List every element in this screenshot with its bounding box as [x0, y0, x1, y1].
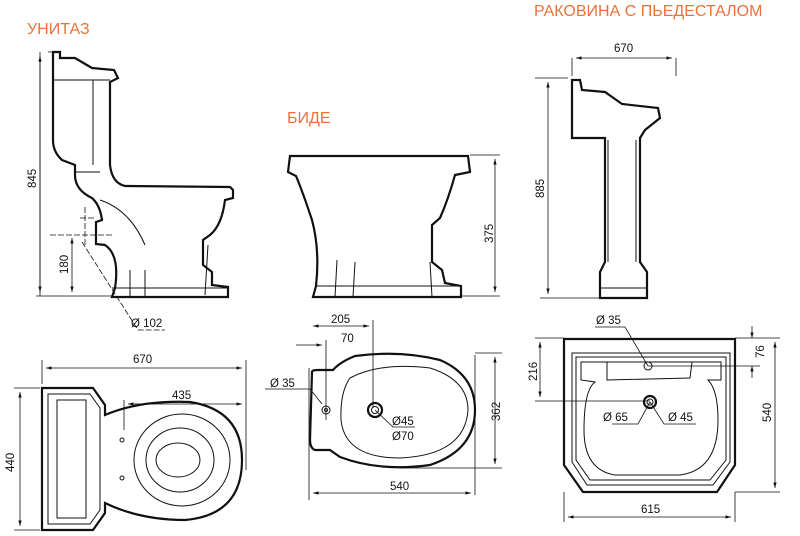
title-bidet: БИДЕ: [287, 110, 331, 127]
bidet-length-label: 540: [390, 481, 409, 493]
bidet-dim-205-label: 205: [331, 314, 350, 326]
basin-top-view: Ø 35 216 76 540 615 Ø 65 Ø 45: [528, 315, 780, 522]
basin-dim-76-label: 76: [755, 345, 767, 358]
toilet-top-view: 670 435 440: [5, 354, 247, 532]
basin-height-label: 885: [535, 179, 547, 198]
toilet-side-view: 845 180 Ø 102: [27, 50, 235, 331]
toilet-outlet-diameter-label: Ø 102: [131, 318, 162, 330]
bidet-width-label: 362: [491, 402, 503, 421]
basin-side-view: 670 885: [535, 43, 677, 300]
toilet-outlet-height-label: 180: [59, 255, 71, 274]
bidet-dim-70-label: 70: [341, 333, 354, 345]
title-toilet: УНИТАЗ: [27, 21, 90, 38]
basin-depth-label: 540: [762, 403, 774, 422]
basin-drain-45-label: Ø 45: [668, 412, 693, 424]
toilet-width-label: 440: [5, 453, 17, 472]
bidet-hole-70-label: Ø70: [392, 431, 414, 443]
bidet-hole-45-label: Ø45: [392, 416, 414, 428]
toilet-height-label: 845: [27, 169, 39, 188]
basin-dim-216-label: 216: [528, 362, 540, 381]
bidet-small-hole-label: Ø 35: [270, 378, 295, 390]
basin-tap-hole-label: Ø 35: [596, 315, 621, 327]
toilet-bowl-length-label: 435: [172, 390, 191, 402]
basin-depth-side-label: 670: [614, 43, 633, 55]
toilet-length-label: 670: [133, 354, 152, 366]
basin-width-label: 615: [641, 504, 660, 516]
basin-drain-65-label: Ø 65: [603, 412, 628, 424]
bidet-top-view: 205 70 Ø 35 Ø45 Ø70 362 540: [265, 314, 503, 500]
bidet-side-view: 375: [286, 154, 500, 299]
bidet-height-label: 375: [484, 224, 496, 243]
title-basin: РАКОВИНА С ПЬЕДЕСТАЛОМ: [534, 3, 762, 20]
